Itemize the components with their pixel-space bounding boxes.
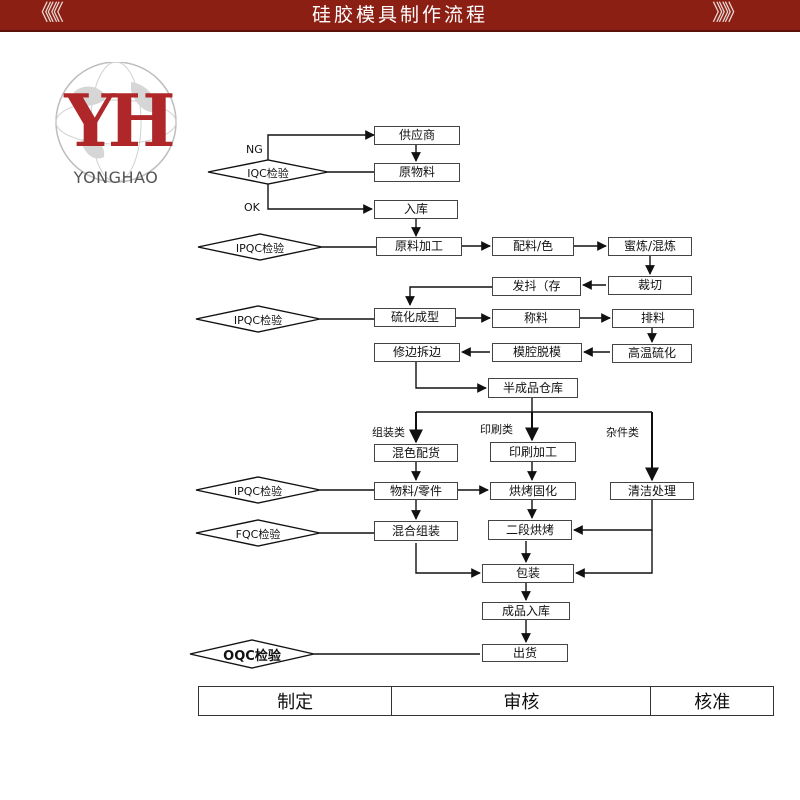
step-cutting: 裁切 — [608, 276, 692, 295]
step-milling: 蜜炼/混炼 — [608, 237, 692, 256]
step-vulcanize: 硫化成型 — [374, 308, 456, 327]
yonghao-logo: YH — [55, 62, 181, 183]
step-pack: 包装 — [482, 564, 574, 583]
step-second-bake: 二段烘烤 — [488, 520, 572, 540]
logo-text: YONGHAO — [73, 168, 159, 187]
fqc-label: FQC检验 — [235, 528, 281, 541]
oqc-label: OQC检验 — [223, 649, 281, 664]
step-trim: 修边拆边 — [374, 343, 460, 362]
ipqc2-label: IPQC检验 — [233, 314, 283, 327]
step-print-process: 印刷加工 — [490, 442, 576, 462]
step-hi-temp: 高温硫化 — [612, 344, 692, 363]
title-banner — [0, 0, 800, 32]
step-semi-store: 半成品仓库 — [488, 378, 578, 398]
category-assembly: 组装类 — [372, 426, 405, 439]
step-parts: 物料/零件 — [374, 482, 458, 500]
step-raw-process: 原料加工 — [376, 237, 462, 256]
signoff-table: 制定 审核 核准 — [198, 686, 774, 716]
step-mixing-color: 配料/色 — [492, 237, 574, 256]
logo-monogram: YH — [63, 78, 172, 163]
right-chevrons: 》》》 — [712, 1, 746, 26]
step-arrange: 排料 — [612, 309, 694, 328]
page-title: 硅胶模具制作流程 — [311, 4, 488, 26]
step-warehouse-in: 入库 — [374, 200, 458, 219]
left-chevrons: 《《《 — [30, 1, 64, 26]
step-mix-match: 混色配货 — [374, 444, 458, 462]
ipqc1-label: IPQC检验 — [235, 242, 285, 255]
step-supplier: 供应商 — [374, 126, 460, 145]
category-printing: 印刷类 — [480, 423, 513, 436]
step-bake-cure: 烘烤固化 — [490, 482, 576, 500]
step-ship: 出货 — [482, 644, 568, 662]
step-assemble: 混合组装 — [374, 521, 458, 541]
step-issue: 发抖（存 — [492, 277, 581, 296]
signoff-made: 制定 — [199, 687, 393, 715]
category-misc: 杂件类 — [606, 426, 639, 439]
ok-label: OK — [244, 201, 260, 214]
ng-label: NG — [246, 143, 263, 156]
step-demold: 模腔脱模 — [492, 343, 582, 362]
step-raw-material: 原物料 — [374, 163, 460, 182]
step-weigh: 称料 — [492, 309, 580, 328]
step-clean: 清洁处理 — [610, 482, 694, 500]
step-finished-in: 成品入库 — [482, 602, 570, 620]
ipqc3-label: IPQC检验 — [233, 485, 283, 498]
signoff-approve: 核准 — [694, 692, 731, 713]
iqc-label: IQC检验 — [247, 167, 289, 180]
signoff-review: 审核 — [392, 687, 652, 715]
